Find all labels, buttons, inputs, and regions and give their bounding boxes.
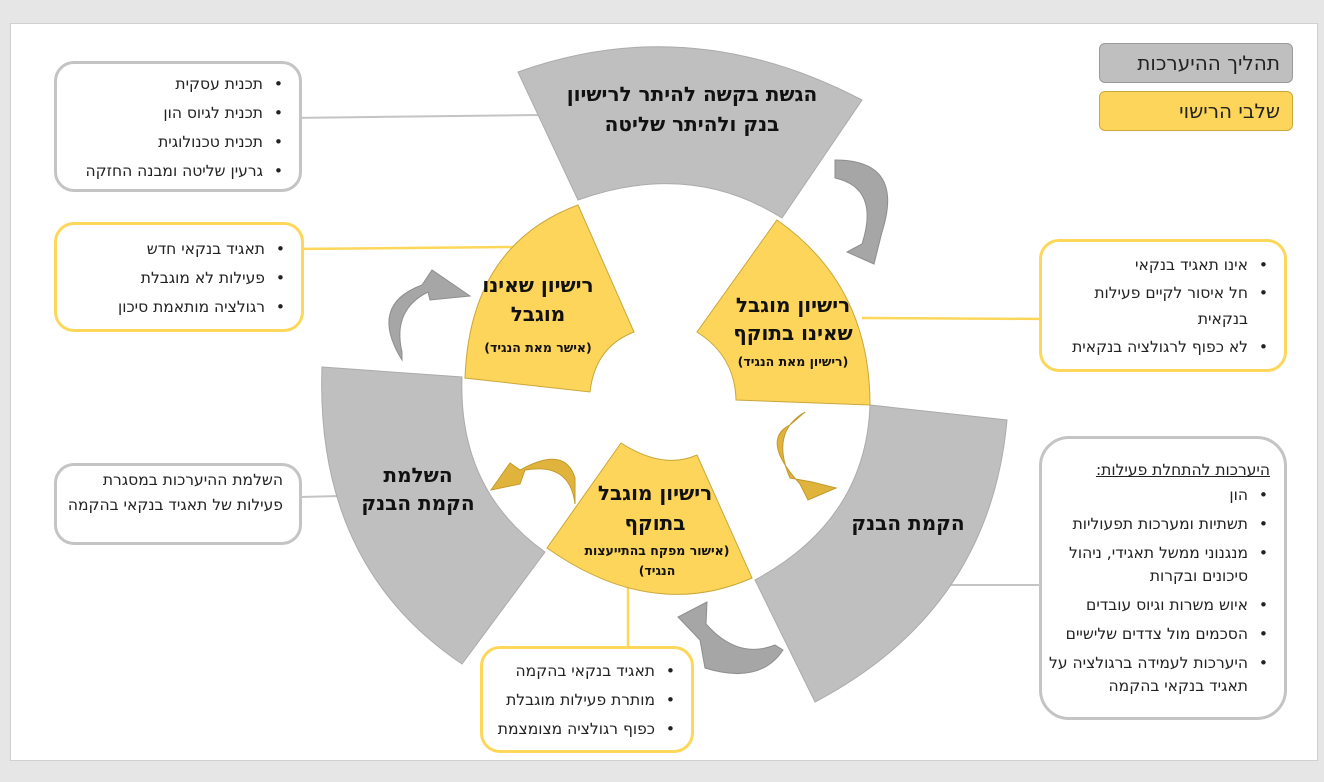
segment-establish-label: הקמת הבנק xyxy=(851,511,964,535)
new-corp-item: רגולציה מותאמת סיכון xyxy=(57,293,287,322)
plans-item: גרעין שליטה ומבנה החזקה xyxy=(57,157,285,186)
segment-unlimited-license xyxy=(464,204,635,393)
segment-bank-establishment xyxy=(754,404,1008,703)
segment-limited-valid-sub1: (אישור מפקח בהתייעצות xyxy=(585,543,730,558)
plans-item: תכנית טכנולוגית xyxy=(57,128,285,157)
segment-completion xyxy=(321,366,546,665)
segment-limited-not-valid-line1: רישיון מוגבל xyxy=(736,293,850,317)
segment-limited-valid-sub2: הנגיד) xyxy=(639,563,676,578)
legend-licensing: שלבי הרישוי xyxy=(1099,91,1293,131)
legend-process: תהליך ההיערכות xyxy=(1099,43,1293,83)
connector-new-corp xyxy=(292,245,516,251)
segment-limited-valid xyxy=(546,442,753,595)
prep-title: היערכות להתחלת פעילות: xyxy=(1095,461,1270,479)
connector-plans xyxy=(289,114,539,119)
plans-item: תכנית לגיוס הון xyxy=(57,99,285,128)
segment-complete-line1: השלמת xyxy=(383,463,452,487)
new-corp-box: תאגיד בנקאי חדש פעילות לא מוגבלת רגולציה… xyxy=(54,222,304,332)
segment-submit-line1: הגשת בקשה להיתר לרישיון xyxy=(567,82,817,106)
connector-not-corp xyxy=(861,316,1053,321)
in-establish-item: כפוף רגולציה מצומצמת xyxy=(483,715,677,744)
prep-item: מנגנוני ממשל תאגידי, ניהול סיכונים ובקרו… xyxy=(1042,542,1270,588)
prep-item: הון xyxy=(1042,484,1270,507)
arrow-gray-top-right xyxy=(834,159,889,265)
segment-limited-valid-line1: רישיון מוגבל xyxy=(598,481,712,505)
not-corp-item: אינו תאגיד בנקאי xyxy=(1042,252,1270,278)
plans-box: תכנית עסקית תכנית לגיוס הון תכנית טכנולו… xyxy=(54,61,302,192)
prep-box: היערכות להתחלת פעילות: הון תשתיות ומערכו… xyxy=(1039,436,1287,720)
segment-limited-not-valid-sub: (רישיון מאת הנגיד) xyxy=(738,354,849,369)
segment-complete-line2: הקמת הבנק xyxy=(361,491,474,515)
segment-unlimited-line2: מוגבל xyxy=(511,302,566,326)
plans-item: תכנית עסקית xyxy=(57,70,285,99)
completion-text: השלמת ההיערכות במסגרת פעילות של תאגיד בנ… xyxy=(67,471,283,514)
prep-item: תשתיות ומערכות תפעוליות xyxy=(1042,513,1270,536)
arrow-yellow-right xyxy=(776,411,838,501)
prep-item: היערכות לעמידה ברגולציה על תאגיד בנקאי ב… xyxy=(1042,652,1270,698)
prep-item: הסכמים מול צדדים שלישיים xyxy=(1042,623,1270,646)
segment-limited-not-valid xyxy=(696,219,871,406)
in-establish-item: מותרת פעילות מוגבלת xyxy=(483,686,677,715)
segment-limited-valid-line2: בתוקף xyxy=(625,511,686,535)
in-establish-box: תאגיד בנקאי בהקמה מותרת פעילות מוגבלת כפ… xyxy=(480,646,694,753)
completion-box: השלמת ההיערכות במסגרת פעילות של תאגיד בנ… xyxy=(54,463,302,545)
segment-unlimited-line1: רישיון שאינו xyxy=(482,273,593,297)
arrow-yellow-left xyxy=(489,458,576,505)
new-corp-item: פעילות לא מוגבלת xyxy=(57,264,287,293)
segment-unlimited-sub: (אישר מאת הנגיד) xyxy=(484,340,591,355)
new-corp-item: תאגיד בנקאי חדש xyxy=(57,235,287,264)
segment-submit-request xyxy=(517,46,863,219)
segment-submit-line2: בנק ולהיתר שליטה xyxy=(605,112,780,136)
prep-item: איוש משרות וגיוס עובדים xyxy=(1042,594,1270,617)
connector-completion xyxy=(299,495,341,498)
segment-limited-not-valid-line2: שאינו בתוקף xyxy=(733,321,852,345)
not-corp-item: לא כפוף לרגולציה בנקאית xyxy=(1042,334,1270,360)
not-corp-item: חל איסור לקיים פעילות בנקאית xyxy=(1042,280,1270,332)
not-corp-box: אינו תאגיד בנקאי חל איסור לקיים פעילות ב… xyxy=(1039,239,1287,372)
in-establish-item: תאגיד בנקאי בהקמה xyxy=(483,657,677,686)
arrow-gray-bottom xyxy=(677,601,784,675)
arrow-gray-left xyxy=(388,269,472,362)
